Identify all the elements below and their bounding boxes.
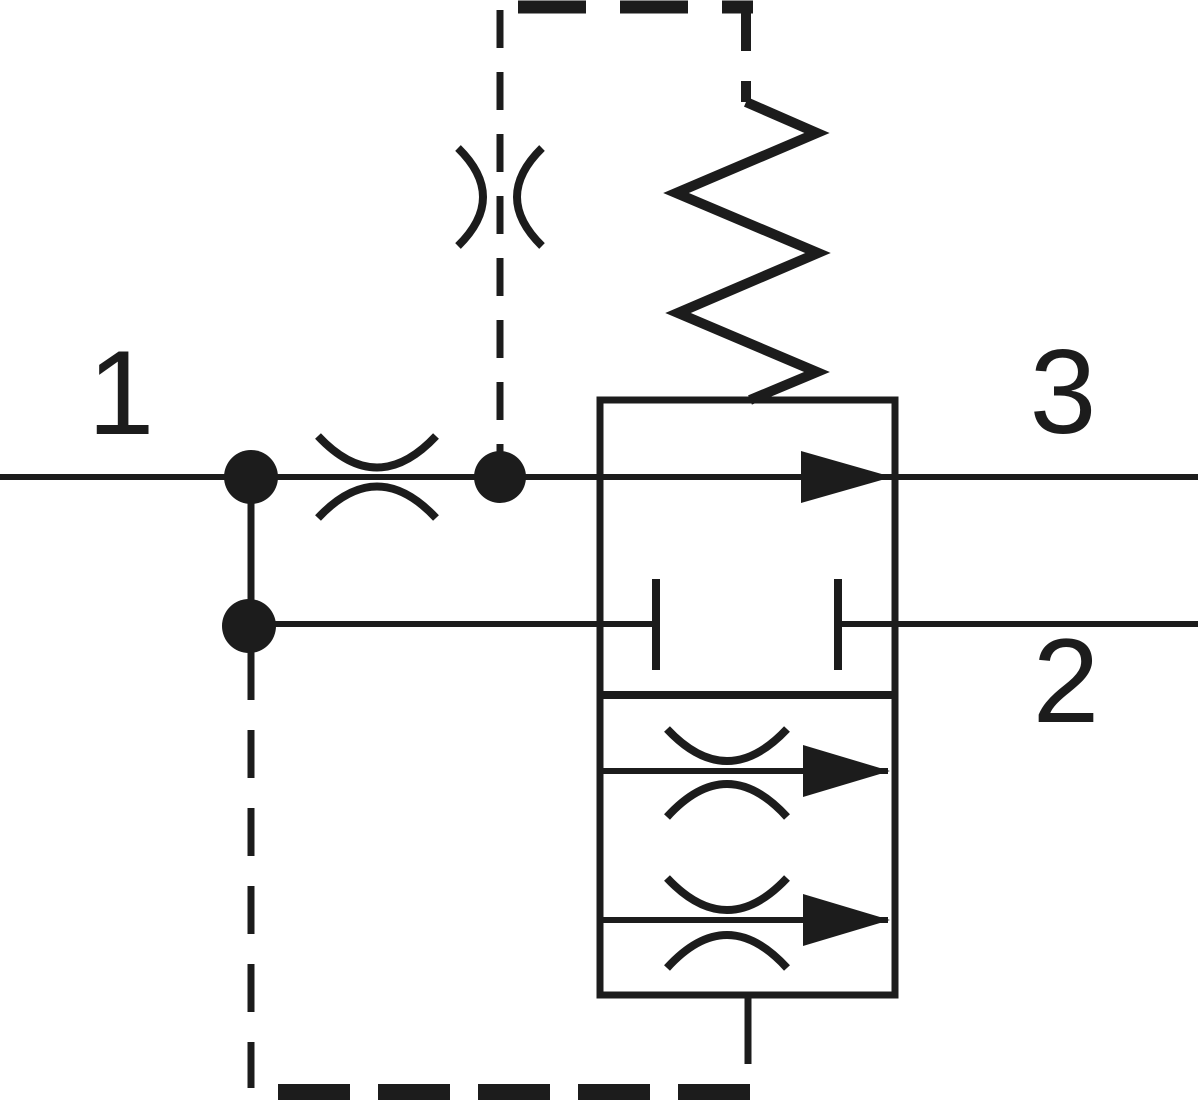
orifice-arc-upper xyxy=(315,433,439,472)
restrictor-path-lower xyxy=(600,875,890,971)
restrictor-path-upper xyxy=(600,726,890,820)
junction-dot-lower-branch xyxy=(222,599,276,653)
flow-arrow-restrictor-lower xyxy=(803,894,890,946)
junction-dot-inlet xyxy=(224,450,278,504)
fixed-orifice-main-line xyxy=(315,433,439,521)
orifice-arc-right xyxy=(513,145,545,249)
port-1-label: 1 xyxy=(88,326,155,460)
port-2-label: 2 xyxy=(1033,614,1100,748)
flow-arrow-restrictor-upper xyxy=(803,745,890,797)
restrictor-upper-arc-bottom xyxy=(664,780,790,820)
variable-pilot-orifice xyxy=(455,145,545,249)
restrictor-lower-arc-bottom xyxy=(664,931,790,971)
junction-dot-after-orifice xyxy=(474,451,526,503)
orifice-arc-left xyxy=(455,145,487,249)
flow-arrow-main xyxy=(801,451,892,503)
port-3-label: 3 xyxy=(1030,325,1097,459)
compression-spring xyxy=(663,97,831,405)
restrictor-lower-arc-top xyxy=(664,875,790,914)
restrictor-upper-arc-top xyxy=(664,726,790,765)
orifice-arc-lower xyxy=(315,482,439,521)
